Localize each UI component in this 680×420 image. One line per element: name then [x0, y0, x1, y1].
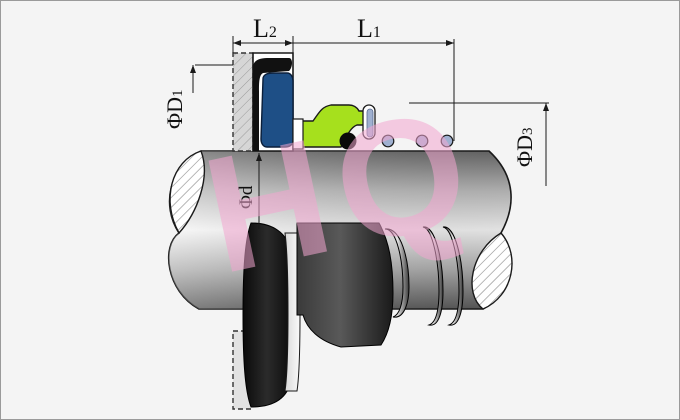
dimension-lines [190, 36, 549, 229]
shaft-break-left [169, 150, 205, 235]
l2-label: L2 [253, 14, 277, 43]
d1-label: ΦD1 [162, 90, 187, 129]
shaft-diameter-label: Φd [236, 185, 257, 209]
gland-housing-upper [232, 52, 254, 152]
spring-coil [415, 134, 429, 148]
d3-label: ΦD3 [512, 128, 537, 167]
spring-coil [440, 134, 454, 148]
spring-coil [381, 134, 395, 148]
rotating-seal-body-exterior [296, 222, 394, 348]
spring-coils-section [381, 134, 454, 148]
seat-rubber-boot [253, 58, 292, 151]
spring-exterior [384, 226, 464, 326]
spring-end-ring-inner [366, 108, 374, 138]
l1-label: L1 [357, 14, 381, 43]
shaft-break-right [471, 232, 513, 310]
rotating-face [292, 118, 304, 150]
seal-exterior-view [232, 222, 464, 410]
seal-cross-section [232, 52, 454, 152]
o-ring [339, 132, 357, 150]
